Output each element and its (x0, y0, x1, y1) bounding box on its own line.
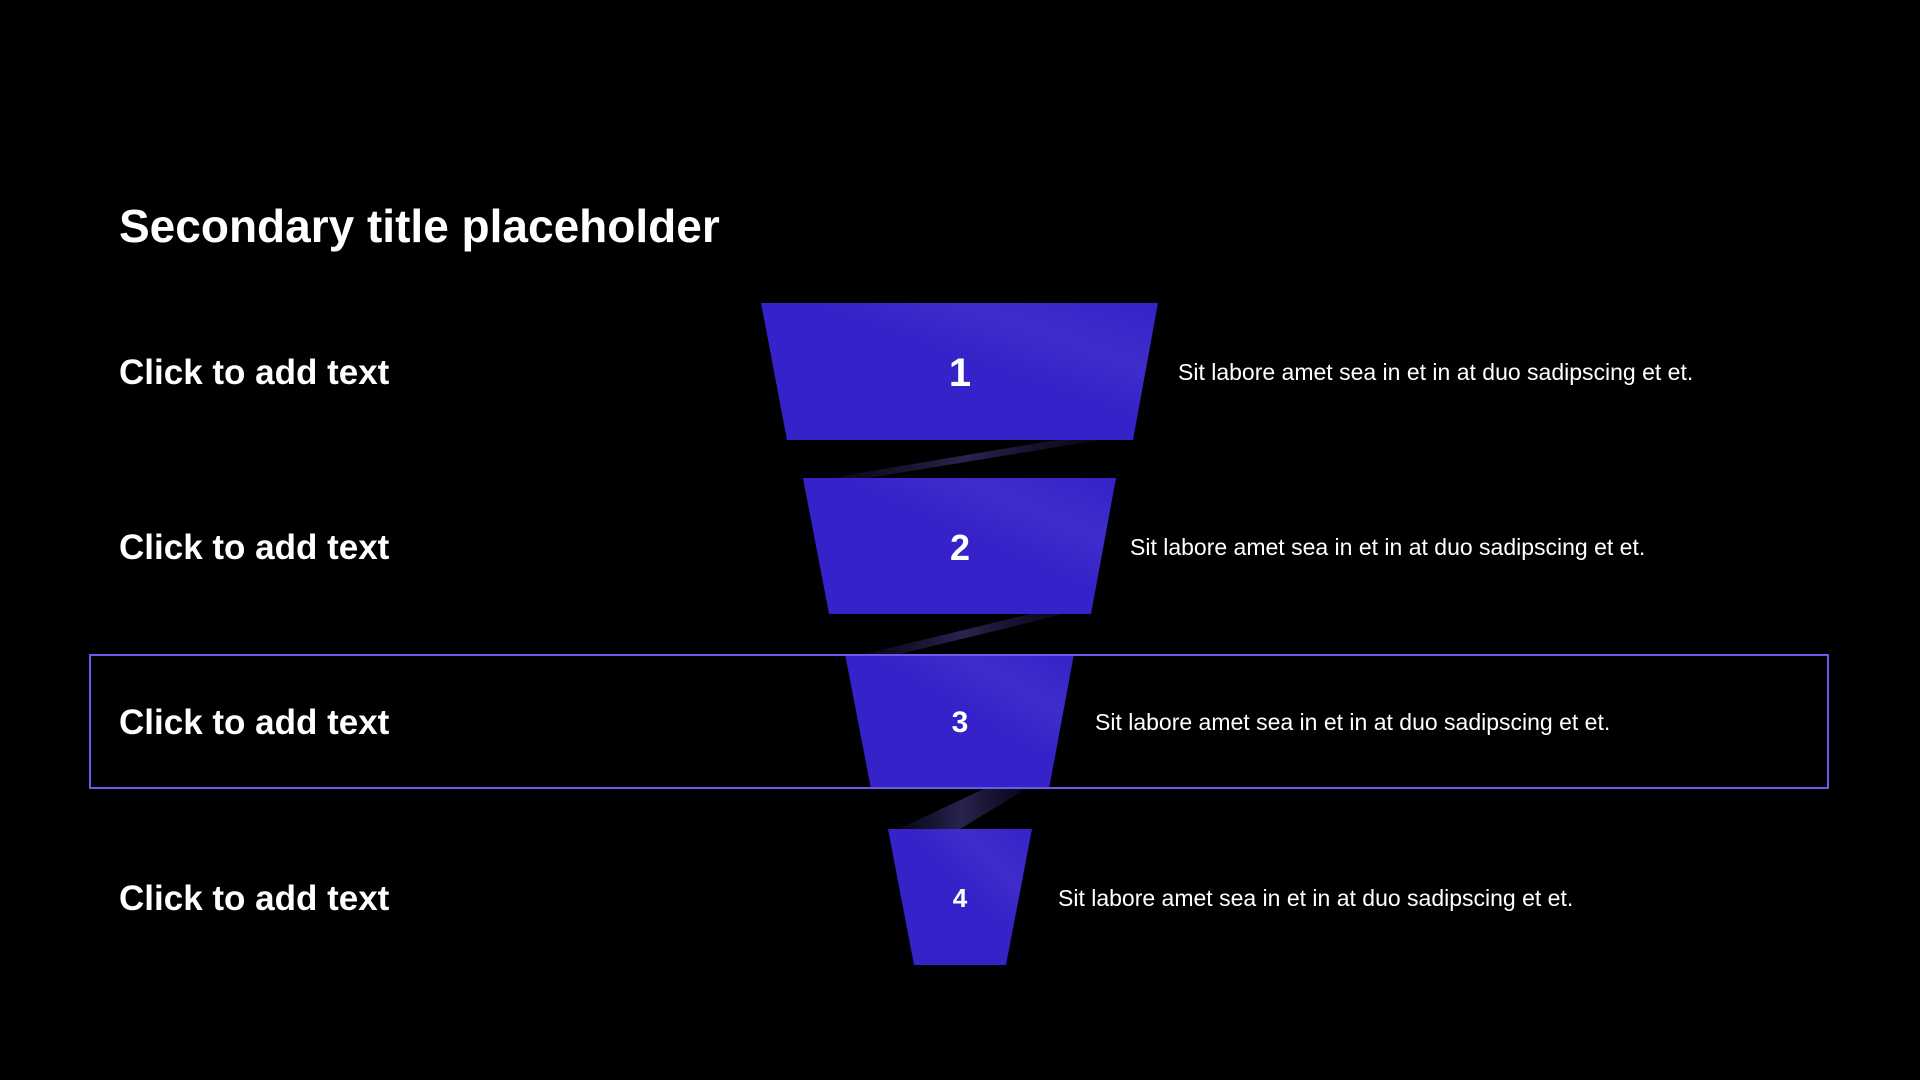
stage-2-description[interactable]: Sit labore amet sea in et in at duo sadi… (1130, 534, 1646, 560)
stage-3-label[interactable]: Click to add text (119, 703, 390, 742)
funnel-connector-2-3 (864, 614, 1064, 654)
stage-1-description[interactable]: Sit labore amet sea in et in at duo sadi… (1178, 359, 1694, 385)
stage-4-number: 4 (952, 883, 968, 913)
stage-4-description[interactable]: Sit labore amet sea in et in at duo sadi… (1058, 885, 1574, 911)
slide-title[interactable]: Secondary title placeholder (119, 200, 720, 252)
stage-2-label[interactable]: Click to add text (119, 528, 390, 567)
stage-3-description[interactable]: Sit labore amet sea in et in at duo sadi… (1095, 709, 1611, 735)
stage-3-number: 3 (951, 706, 969, 739)
stage-1-label[interactable]: Click to add text (119, 353, 390, 392)
funnel-connector-3-4 (898, 789, 1026, 829)
highlighted-row-frame (89, 654, 1829, 789)
stage-4-label[interactable]: Click to add text (119, 879, 390, 918)
funnel-connector-1-2 (830, 440, 1100, 478)
stage-1-number: 1 (948, 351, 972, 395)
stage-2-number: 2 (949, 527, 971, 568)
